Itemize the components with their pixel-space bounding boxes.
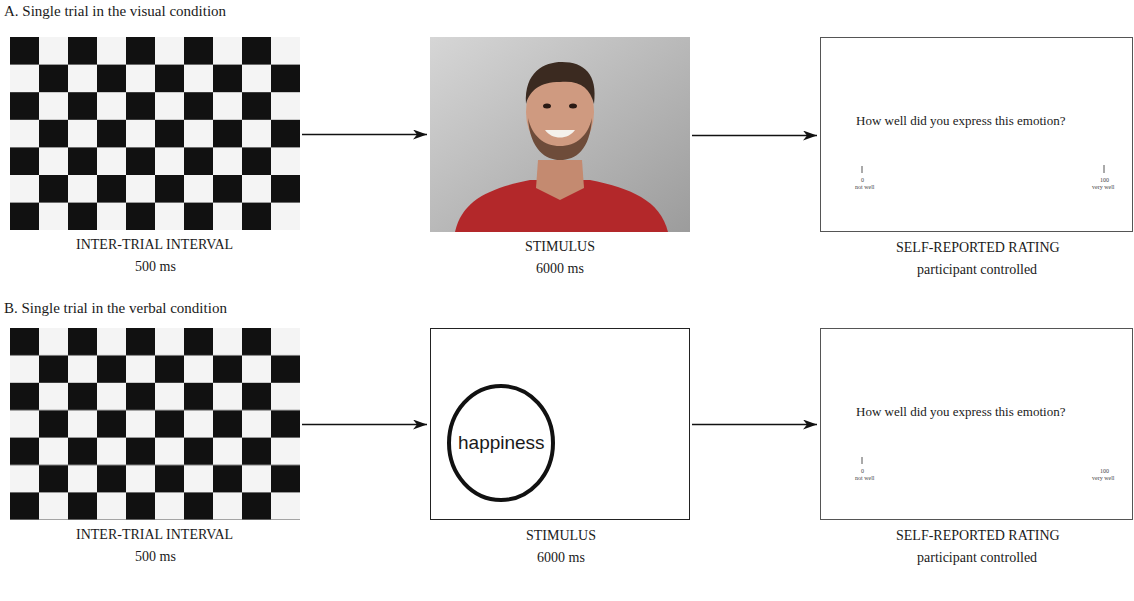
phase-duration: 500 ms (135, 259, 176, 275)
rating-screen: How well did you express this emotion? 0n… (820, 37, 1133, 232)
photo-stimulus-panel: STIMULUS6000 ms (430, 37, 690, 232)
phase-duration: 6000 ms (537, 550, 585, 566)
flow-arrow (692, 135, 817, 137)
flow-arrow (302, 134, 427, 136)
stimulus-word: happiness (458, 432, 545, 454)
phase-caption: participant controlled (917, 262, 1037, 278)
scale-label: 100 (1100, 177, 1109, 184)
scale-label: 0 (861, 177, 864, 184)
slider-tick (862, 166, 863, 173)
slider-track (862, 464, 960, 465)
phase-caption: INTER-TRIAL INTERVAL (76, 237, 233, 253)
scale-label: not well (855, 184, 875, 191)
checkerboard (10, 328, 300, 520)
rating-question: How well did you express this emotion? (856, 114, 1065, 129)
phase-duration: SELF-REPORTED RATING (896, 528, 1060, 544)
word-ellipse: happiness (446, 383, 556, 503)
phase-duration: 6000 ms (536, 261, 584, 277)
slider-tick (1104, 165, 1105, 173)
slider-track (862, 173, 1030, 174)
phase-caption: STIMULUS (525, 239, 595, 255)
phase-caption: INTER-TRIAL INTERVAL (76, 527, 233, 543)
checkerboard (10, 37, 300, 230)
checkerboard-panel: INTER-TRIAL INTERVAL500 ms (10, 328, 300, 520)
scale-label: not well (855, 475, 875, 482)
scale-label: 0 (861, 468, 864, 475)
phase-caption: STIMULUS (526, 528, 596, 544)
checkerboard-panel: INTER-TRIAL INTERVAL500 ms (10, 37, 300, 230)
face-photo (430, 37, 690, 232)
rating-screen: How well did you express this emotion? 0n… (820, 328, 1133, 520)
scale-label: very well (1092, 184, 1115, 191)
scale-label: 100 (1100, 468, 1109, 475)
word-stimulus-panel: happinessSTIMULUS6000 ms (430, 328, 690, 520)
phase-duration: SELF-REPORTED RATING (896, 240, 1060, 256)
flow-arrow (302, 424, 427, 426)
slider-tick (862, 457, 863, 464)
phase-duration: 500 ms (135, 549, 176, 565)
panel-heading: B. Single trial in the verbal condition (4, 300, 227, 317)
scale-label: very well (1092, 475, 1115, 482)
phase-caption: participant controlled (917, 550, 1037, 566)
rating-question: How well did you express this emotion? (856, 405, 1065, 420)
panel-heading: A. Single trial in the visual condition (4, 3, 226, 20)
flow-arrow (692, 424, 817, 426)
